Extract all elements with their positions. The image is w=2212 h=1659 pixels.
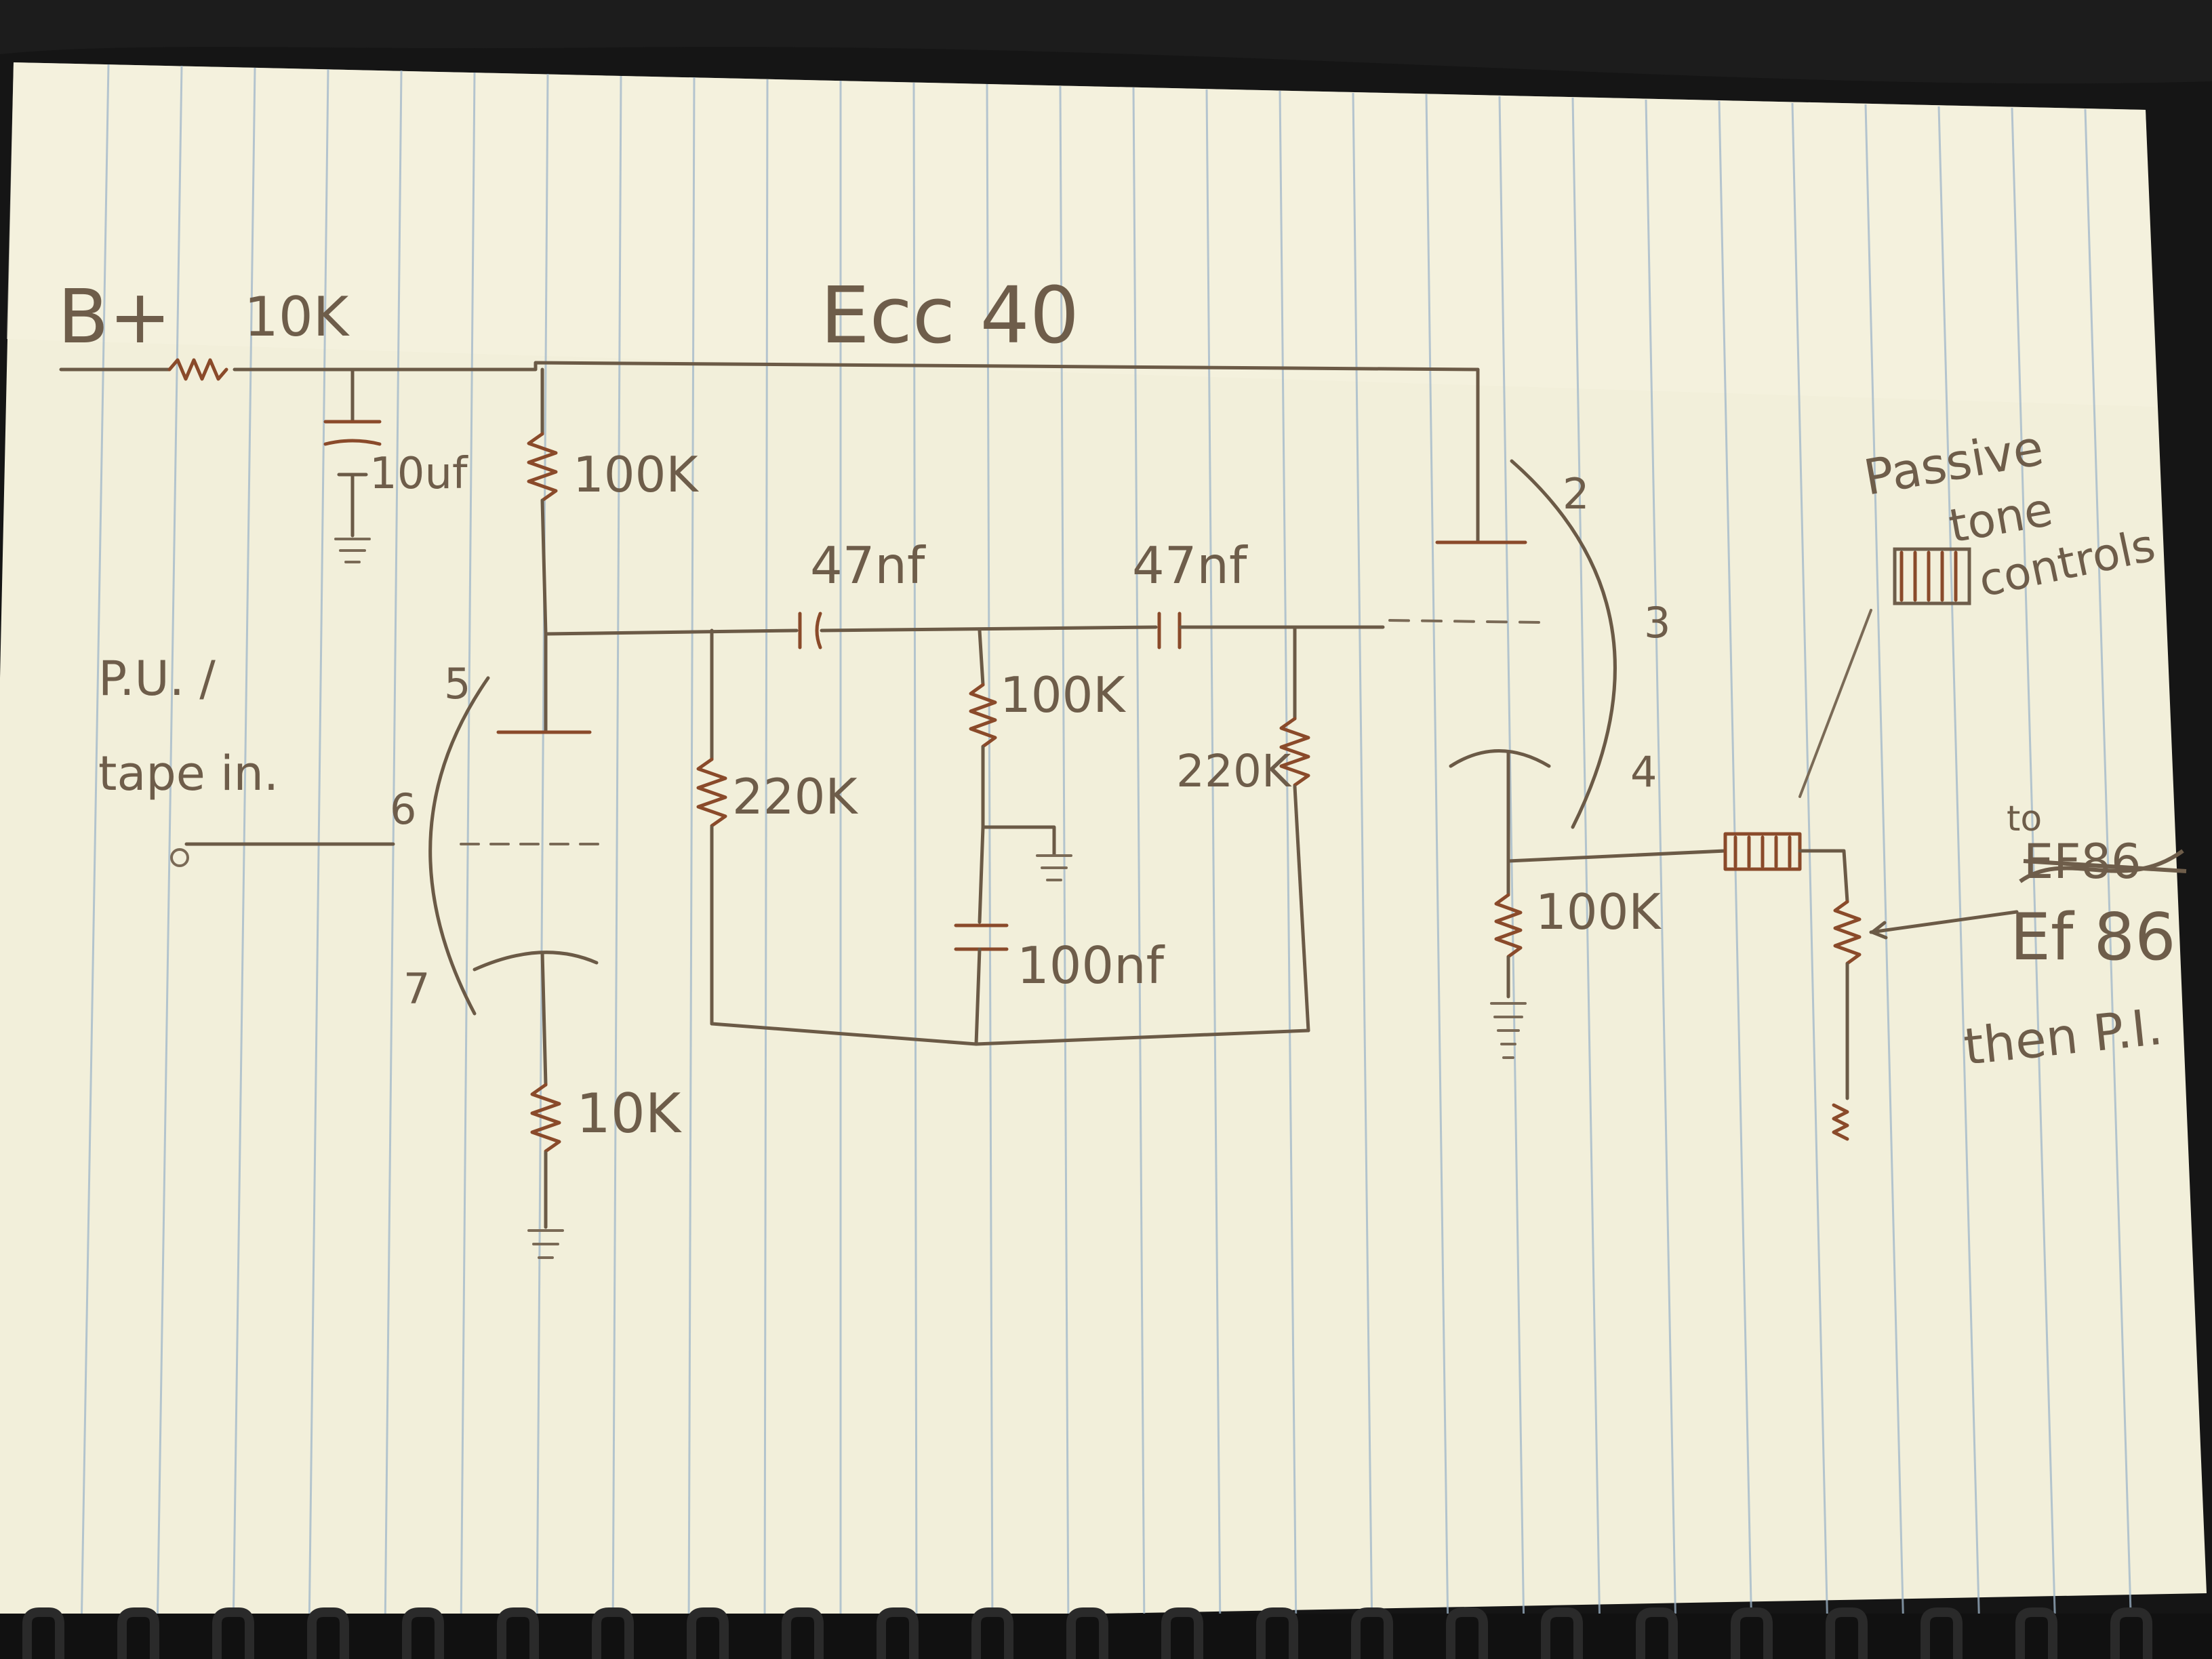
label-r-mid: 100K (1000, 666, 1126, 723)
input-label-line2: tape in. (98, 746, 279, 801)
next-stage-to: to (2007, 799, 2042, 839)
cathode-v1 (472, 951, 599, 972)
resistor-grid2 (1279, 717, 1310, 787)
supply-label: B+ (58, 273, 172, 360)
labels: B+ 10K Ecc 40 10uf 100K 47nf 47nf 100K 2… (58, 271, 2187, 1145)
label-r-supply: 10K (244, 285, 350, 348)
cap-couple1 (798, 612, 822, 649)
tube-label: Ecc 40 (820, 271, 1079, 361)
input-label-line1: P.U. / (98, 651, 216, 706)
resistor-cathode2 (1494, 893, 1523, 959)
cap-couple2 (1157, 612, 1182, 649)
label-r-grid-leak1: 220K (732, 768, 858, 825)
label-r-cathode1: 10K (576, 1082, 683, 1145)
pin-3: 3 (1644, 598, 1670, 647)
tone-legend-box (1893, 547, 1971, 605)
resistor-mid (969, 683, 997, 748)
label-r-grid-leak2: 220K (1176, 745, 1292, 797)
label-c-supply: 10uf (369, 449, 468, 499)
resistor-cathode1 (530, 1083, 561, 1153)
next-stage-line1: Ef 86 (2010, 900, 2176, 975)
label-r-plate1: 100K (573, 446, 699, 503)
pin-4: 4 (1630, 747, 1657, 797)
wiring (59, 358, 2019, 1259)
pin-2: 2 (1563, 469, 1589, 519)
spiral-binding (0, 1607, 2212, 1659)
volume-pot (1833, 900, 1862, 965)
tube-envelope-v1 (428, 676, 490, 1016)
input-jack (170, 848, 189, 867)
ruled-lines (80, 64, 2133, 1635)
cathode-v2 (1449, 749, 1551, 768)
pin-6: 6 (390, 784, 416, 834)
resistor-plate1 (527, 432, 558, 502)
label-c-couple2: 47nf (1132, 536, 1248, 595)
resistor-supply (167, 358, 228, 381)
pin-5: 5 (444, 659, 470, 708)
resistor-grid1 (696, 757, 727, 828)
label-r-cathode2: 100K (1535, 883, 1662, 940)
pin-7: 7 (403, 964, 430, 1014)
label-c-bypass: 100nf (1017, 936, 1165, 995)
label-c-couple1: 47nf (810, 536, 926, 595)
tube-envelope-v2 (1510, 459, 1617, 829)
